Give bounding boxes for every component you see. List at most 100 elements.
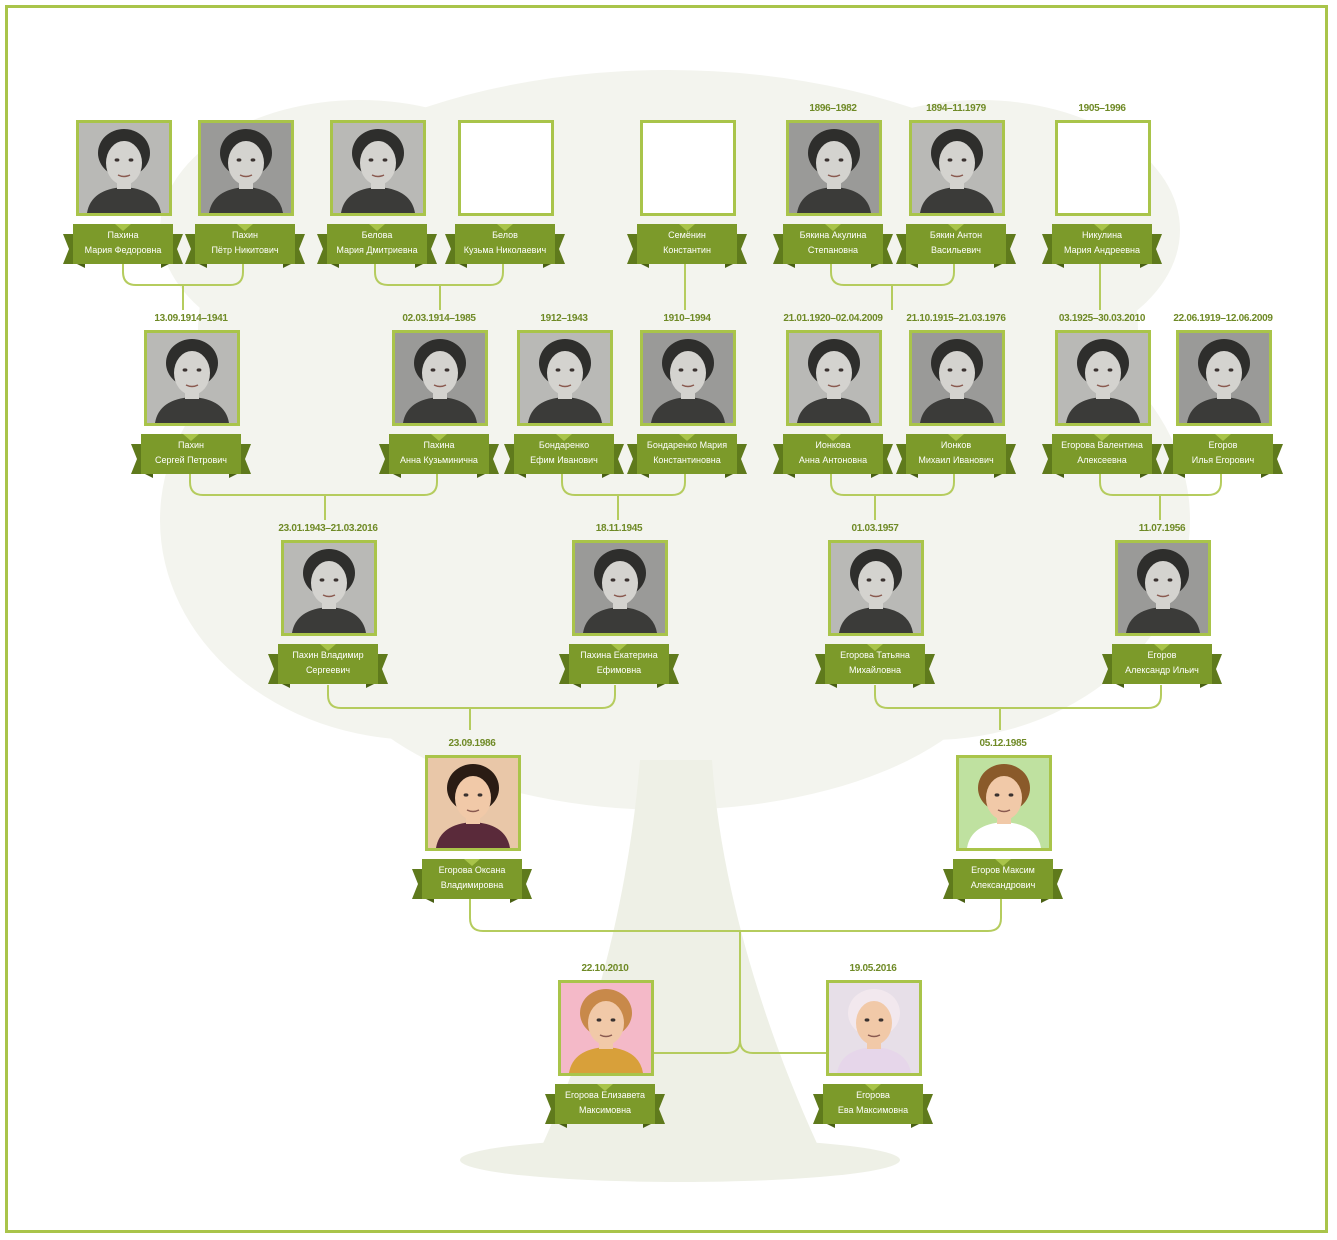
person-name-line-1: Никулина: [1081, 230, 1123, 240]
person-photo: [425, 755, 521, 851]
person-name-line-2: Михаил Иванович: [918, 455, 994, 465]
person-photo: [826, 980, 922, 1076]
person-name-line-1: Пахина: [107, 230, 139, 240]
person-dates: 21.01.1920–02.04.2009: [783, 313, 883, 324]
person-name-line-2: Васильевич: [931, 245, 981, 255]
person-name-line-1: Егоров: [1147, 650, 1177, 660]
person-photo: [198, 120, 294, 216]
person-photo: [956, 755, 1052, 851]
person-name-line-2: Илья Егорович: [1191, 455, 1255, 465]
person-dates: 19.05.2016: [849, 963, 897, 974]
person-dates: 1912–1943: [540, 313, 588, 324]
person-photo: [828, 540, 924, 636]
person-dates: 1910–1994: [663, 313, 711, 324]
person-name-line-2: Алексеевна: [1077, 455, 1127, 465]
person-photo: [1055, 120, 1151, 216]
person-name-line-2: Анна Антоновна: [798, 455, 868, 465]
person-name-line-2: Константин: [663, 245, 711, 255]
person-photo: [558, 980, 654, 1076]
person-dates: 18.11.1945: [595, 523, 643, 534]
person-name-line-2: Константиновна: [653, 455, 721, 465]
person-name-line-2: Владимировна: [440, 880, 504, 890]
person-name-line-1: Пахина Екатерина: [580, 650, 658, 660]
person-name-line-2: Пётр Никитович: [211, 245, 279, 255]
person-name-line-1: Пахина: [423, 440, 455, 450]
person-name-line-2: Сергеевич: [305, 665, 351, 675]
person-dates: 13.09.1914–1941: [154, 313, 228, 324]
person-name-line-1: Бякина Акулина: [799, 230, 867, 240]
person-dates: 02.03.1914–1985: [402, 313, 476, 324]
person-photo: [1176, 330, 1272, 426]
person-dates: 03.1925–30.03.2010: [1058, 313, 1146, 324]
person-name-line-2: Ева Максимовна: [837, 1105, 909, 1115]
person-photo: [517, 330, 613, 426]
person-photo: [144, 330, 240, 426]
person-photo: [909, 120, 1005, 216]
person-name-line-2: Ефимовна: [596, 665, 642, 675]
person-name-line-2: Александрович: [970, 880, 1036, 890]
person-name-line-1: Бондаренко Мария: [646, 440, 728, 450]
person-name-line-1: Бондаренко: [538, 440, 590, 450]
person-dates: 1905–1996: [1078, 103, 1126, 114]
person-name-line-1: Егоров: [1208, 440, 1238, 450]
person-name-line-2: Максимовна: [578, 1105, 632, 1115]
person-name-line-1: Егорова: [856, 1090, 890, 1100]
person-dates: [415, 103, 595, 117]
person-name-line-1: Егорова Татьяна: [840, 650, 910, 660]
page-frame: [5, 5, 1328, 1233]
person-name-line-1: Егорова Оксана: [438, 865, 506, 875]
person-name-line-1: Семёнин: [668, 230, 706, 240]
person-dates: 01.03.1957: [851, 523, 899, 534]
person-photo: [640, 120, 736, 216]
person-name-line-2: Сергей Петрович: [155, 455, 227, 465]
person-dates: 23.01.1943–21.03.2016: [278, 523, 378, 534]
person-photo: [76, 120, 172, 216]
person-photo: [786, 330, 882, 426]
person-photo: [786, 120, 882, 216]
person-dates: 21.10.1915–21.03.1976: [906, 313, 1006, 324]
person-name-line-2: Кузьма Николаевич: [463, 245, 547, 255]
person-name-line-1: Белов: [492, 230, 518, 240]
